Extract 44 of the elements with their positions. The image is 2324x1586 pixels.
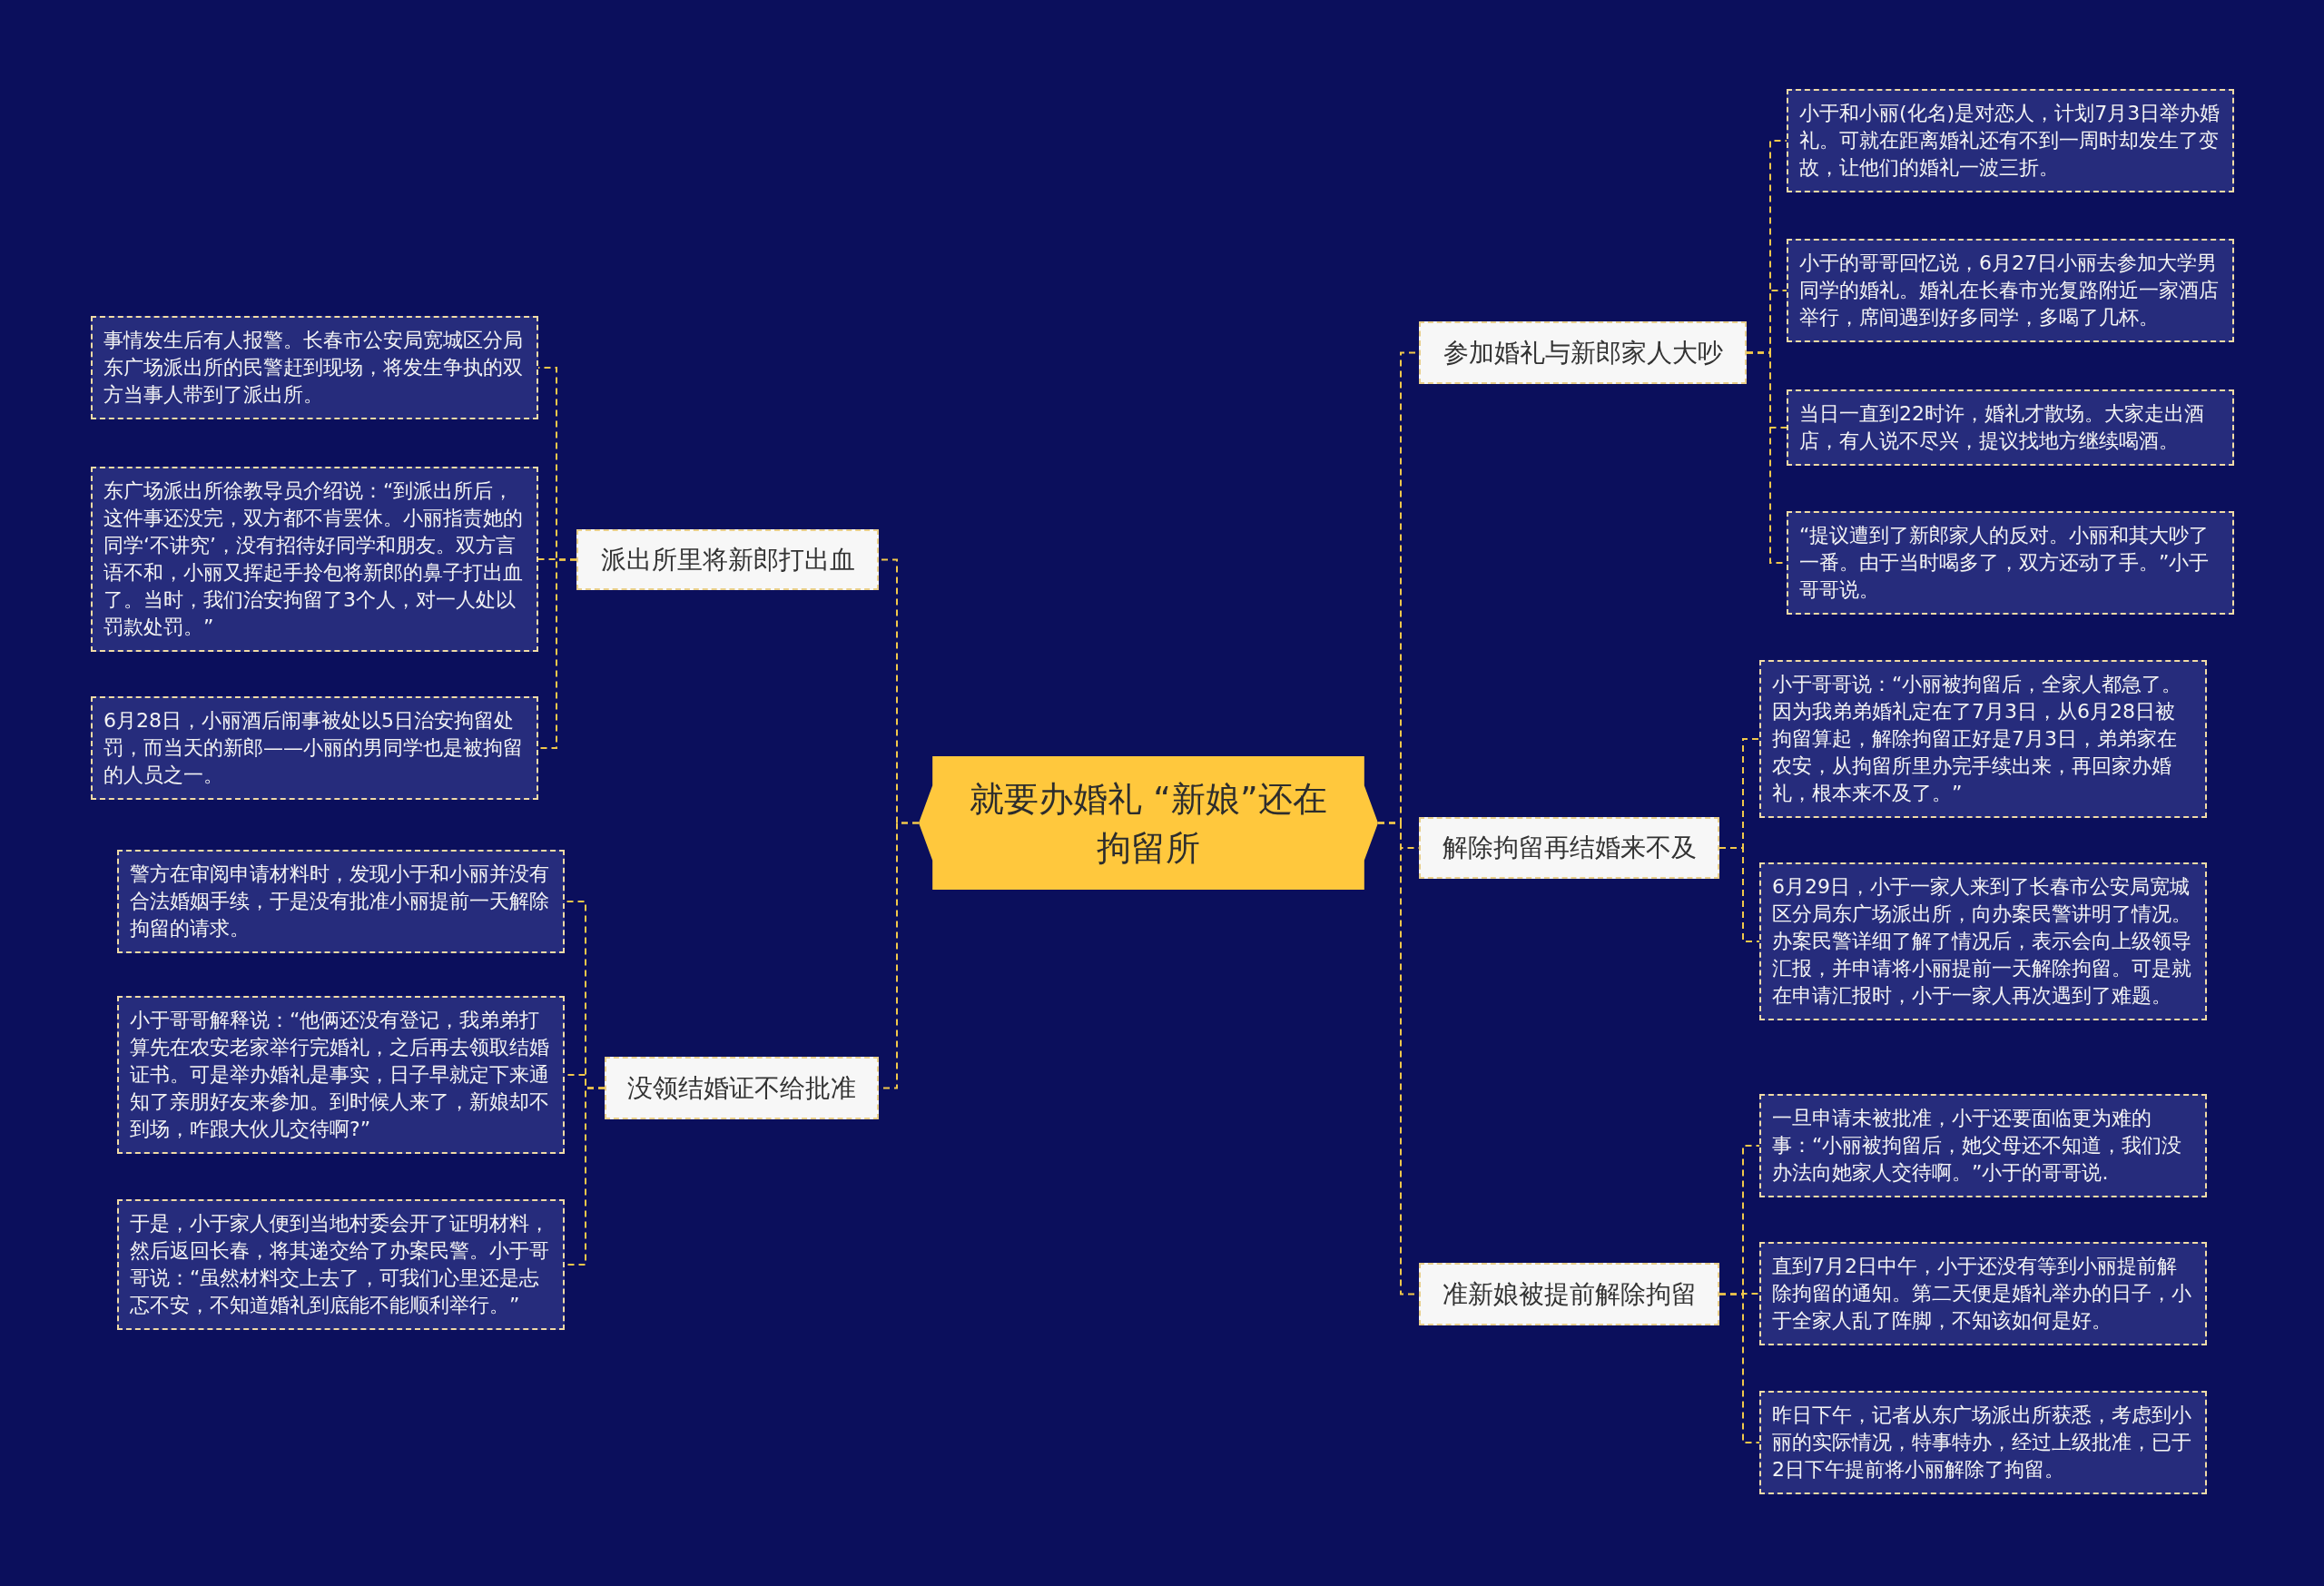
note-text: 东广场派出所徐教导员介绍说：“到派出所后，这件事还没完，双方都不肯罢休。小丽指责她的同学‘不讲究’，没有招待好同学和朋友。双方言语不和，小丽又挥起手拎包将新郎的鼻子打出血了。当时，我们治安拘留了3个人，对一人处以罚款处罚。” bbox=[103, 478, 524, 640]
note-text: 小于哥哥解释说：“他俩还没有登记，我弟弟打算先在农安老家举行完婚礼，之后再去领取结婚证书。可是举办婚礼是事实，日子早就定下来通知了亲朋好友来参加。到时候人来了，新娘却不到场，咋跟大伙儿交待啊?” bbox=[130, 1008, 550, 1142]
branch-label: 准新娘被提前解除拘留 bbox=[1442, 1277, 1697, 1311]
note-card bbox=[1759, 1391, 2207, 1494]
branch-label: 参加婚礼与新郎家人大吵 bbox=[1443, 336, 1723, 369]
note-card bbox=[117, 996, 565, 1154]
note-card bbox=[91, 316, 538, 419]
note-text: 小于的哥哥回忆说，6月27日小丽去参加大学男同学的婚礼。婚礼在长春市光复路附近一家酒店举行，席间遇到好多同学，多喝了几杯。 bbox=[1799, 251, 2220, 330]
branch-topic bbox=[1419, 321, 1747, 384]
note-text: 昨日下午，记者从东广场派出所获悉，考虑到小丽的实际情况，特事特办，经过上级批准，已于2日下午提前将小丽解除了拘留。 bbox=[1772, 1403, 2192, 1483]
note-text: 警方在审阅申请材料时，发现小于和小丽并没有合法婚姻手续，于是没有批准小丽提前一天解除拘留的请求。 bbox=[130, 862, 550, 941]
note-text: 6月28日，小丽酒后闹事被处以5日治安拘留处罚，而当天的新郎——小丽的男同学也是被拘留的人员之一。 bbox=[103, 708, 524, 788]
note-card bbox=[1787, 511, 2234, 615]
note-text: 事情发生后有人报警。长春市公安局宽城区分局东广场派出所的民警赶到现场，将发生争执的双方当事人带到了派出所。 bbox=[103, 328, 524, 408]
branch-label: 没领结婚证不给批准 bbox=[627, 1071, 856, 1105]
branch-topic bbox=[576, 529, 879, 590]
note-text: “提议遭到了新郎家人的反对。小丽和其大吵了一番。由于当时喝多了，双方还动了手。”小于哥哥说。 bbox=[1799, 523, 2211, 603]
connector-line bbox=[1718, 847, 1760, 942]
branch-topic bbox=[1419, 817, 1719, 879]
branch-label: 派出所里将新郎打出血 bbox=[600, 543, 855, 576]
note-card bbox=[91, 696, 538, 800]
note-card bbox=[117, 850, 565, 953]
connector-line bbox=[1718, 1293, 1760, 1443]
note-text: 直到7月2日中午，小于还没有等到小丽提前解除拘留的通知。第二天便是婚礼举办的日子，小于全家人乱了阵脚，不知该如何是好。 bbox=[1772, 1254, 2192, 1334]
note-card bbox=[1759, 660, 2207, 818]
note-text: 小于和小丽(化名)是对恋人，计划7月3日举办婚礼。可就在距离婚礼还有不到一周时却发生了变故，让他们的婚礼一波三折。 bbox=[1799, 101, 2221, 181]
topic-title: 就要办婚礼 “新娘”还在拘留所 bbox=[969, 777, 1328, 870]
note-card bbox=[1787, 89, 2234, 192]
branch-label: 解除拘留再结婚来不及 bbox=[1442, 832, 1697, 864]
note-card bbox=[1787, 239, 2234, 342]
note-card bbox=[1759, 1242, 2207, 1345]
central-topic bbox=[919, 756, 1378, 890]
note-card bbox=[1787, 389, 2234, 466]
note-text: 当日一直到22时许，婚礼才散场。大家走出酒店，有人说不尽兴，提议找地方继续喝酒。 bbox=[1799, 401, 2205, 454]
note-text: 一旦申请未被批准，小于还要面临更为难的事：“小丽被拘留后，她父母还不知道，我们没办法向她家人交待啊。”小于的哥哥说. bbox=[1772, 1106, 2183, 1186]
branch-topic bbox=[1419, 1263, 1719, 1325]
branch-topic bbox=[605, 1057, 879, 1119]
note-card bbox=[117, 1199, 565, 1330]
note-text: 于是，小于家人便到当地村委会开了证明材料，然后返回长春，将其递交给了办案民警。小于哥哥说：“虽然材料交上去了，可我们心里还是忐忑不安，不知道婚礼到底能不能顺利举行。” bbox=[130, 1211, 550, 1318]
note-text: 小于哥哥说：“小丽被拘留后，全家人都急了。因为我弟弟婚礼定在了7月3日，从6月28日被拘留算起，解除拘留正好是7月3日，弟弟家在农安，从拘留所里办完手续出来，再回家办婚礼，根本来不及了。” bbox=[1772, 672, 2183, 806]
note-card bbox=[91, 467, 538, 652]
note-text: 6月29日，小于一家人来到了长春市公安局宽城区分局东广场派出所，向办案民警讲明了情况。办案民警详细了解了情况后，表示会向上级领导汇报，并申请将小丽提前一天解除拘留。可是就在申请汇报时，小于一家人再次遇到了难题。 bbox=[1772, 874, 2192, 1009]
note-card bbox=[1759, 1094, 2207, 1197]
note-card bbox=[1759, 862, 2207, 1020]
